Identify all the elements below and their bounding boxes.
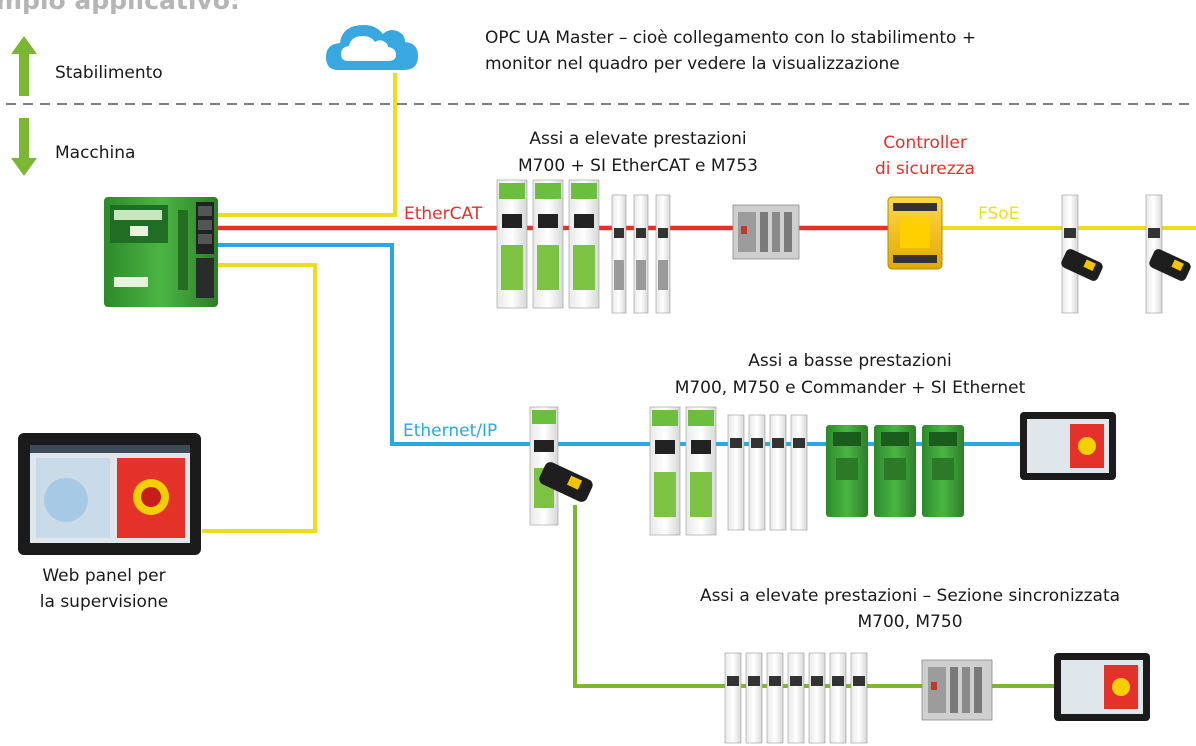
controller-icon xyxy=(104,197,218,307)
ethernet-ip-cable xyxy=(218,243,1040,446)
fsoe-label: FSoE xyxy=(978,204,1020,224)
io-module-icon xyxy=(732,204,800,260)
page-title: mpio applicativo: xyxy=(0,0,240,15)
label-stabilimento: Stabilimento xyxy=(55,63,163,83)
ethernet-ip-label: Ethernet/IP xyxy=(403,421,498,441)
sync-title: Assi a elevate prestazioni – Sezione sin… xyxy=(699,586,1121,606)
low-perf-subtitle: M700, M750 e Commander + SI Ethernet xyxy=(674,378,1026,398)
safety-controller-icon xyxy=(887,196,943,270)
cloud-link-cable xyxy=(218,73,397,217)
ethercat-label: EtherCAT xyxy=(404,204,483,224)
opc-description-line1: OPC UA Master – cioè collegamento con lo… xyxy=(485,28,977,48)
drive-icon xyxy=(826,425,964,517)
sync-subtitle: M700, M750 xyxy=(857,612,963,632)
sync-cable xyxy=(573,505,1060,688)
hmi-panel-icon xyxy=(1020,412,1116,480)
drive-icon xyxy=(724,652,868,744)
web-panel-caption-line2: la supervisione xyxy=(39,592,169,612)
low-perf-title: Assi a basse prestazioni xyxy=(748,351,952,371)
drive-icon xyxy=(727,414,808,531)
drive-icon xyxy=(496,179,600,309)
hmi-panel-icon xyxy=(1054,653,1150,721)
cloud-icon xyxy=(326,25,418,70)
arrow-up-icon xyxy=(11,36,37,96)
web-panel-cable xyxy=(202,263,317,533)
opc-description-line2: monitor nel quadro per vedere la visuali… xyxy=(485,54,900,74)
drive-icon xyxy=(649,406,717,536)
safety-controller-title: Controller xyxy=(883,133,967,153)
drive-icon xyxy=(611,194,671,314)
web-panel-caption-line1: Web panel per xyxy=(42,566,166,586)
label-macchina: Macchina xyxy=(55,143,136,163)
safety-controller-subtitle: di sicurezza xyxy=(875,159,975,179)
hmi-panel-icon xyxy=(18,433,201,555)
high-perf-title: Assi a elevate prestazioni xyxy=(529,129,747,149)
high-perf-subtitle: M700 + SI EtherCAT e M753 xyxy=(518,156,758,176)
network-adapter-icon xyxy=(539,462,593,502)
arrow-down-icon xyxy=(11,118,37,176)
network-adapter-icon xyxy=(1061,249,1191,281)
io-module-icon xyxy=(921,659,993,721)
